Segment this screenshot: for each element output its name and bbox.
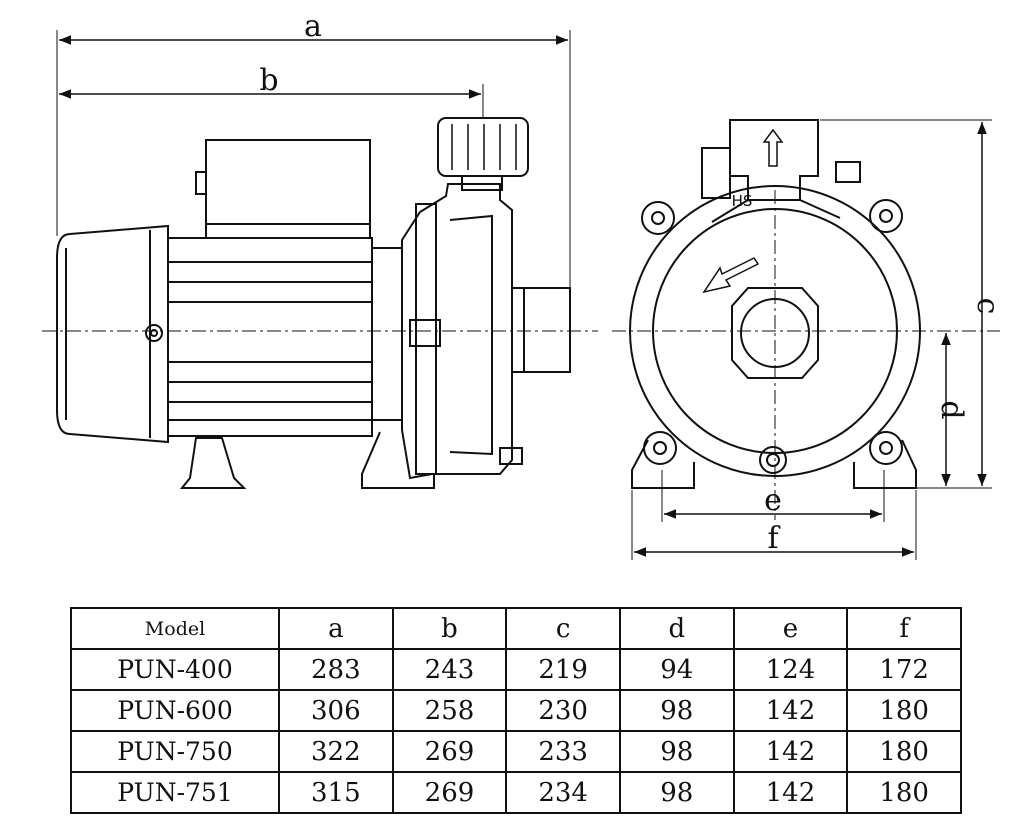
table-cell-model: PUN-400 [70, 648, 280, 691]
table-cell: 243 [391, 648, 508, 691]
terminal-box [205, 139, 371, 225]
mounting-ear [643, 431, 677, 465]
table-cell: 283 [278, 648, 394, 691]
dimension-table: Model a b c d e f PUN-400 283 243 219 94… [70, 607, 962, 814]
table-cell-model: PUN-750 [70, 730, 280, 773]
table-header-model: Model [70, 607, 280, 650]
pump-body-outer [629, 185, 921, 477]
pump-marking: HS [732, 192, 753, 210]
front-view [612, 119, 1000, 520]
table-cell: 234 [505, 771, 621, 814]
dimension-label-f: f [767, 521, 780, 556]
pump-outlet [511, 287, 571, 373]
table-cell: 269 [391, 771, 508, 814]
table-cell-model: PUN-751 [70, 771, 280, 814]
table-header-row: Model a b c d e f [70, 607, 962, 650]
table-cell-model: PUN-600 [70, 689, 280, 732]
table-row: PUN-750 322 269 233 98 142 180 [70, 730, 962, 773]
table-cell: 98 [618, 771, 735, 814]
table-cell: 142 [732, 730, 849, 773]
table-header-f: f [846, 607, 962, 650]
table-cell: 98 [618, 689, 735, 732]
dimension-c: c [820, 119, 1005, 489]
table-cell: 180 [846, 689, 962, 732]
pump-housing [401, 183, 513, 480]
pump-body-inner [652, 208, 898, 454]
dimension-label-e: e [764, 483, 782, 518]
table-cell: 233 [505, 730, 621, 773]
rotation-arrow [702, 257, 760, 294]
table-cell: 142 [732, 771, 849, 814]
table-cell: 94 [618, 648, 735, 691]
dimension-d: d [934, 333, 969, 486]
dimension-a: a [56, 9, 571, 288]
table-cell: 322 [278, 730, 394, 773]
motor-housing [167, 237, 373, 437]
dimension-label-b: b [259, 63, 278, 98]
inlet-opening [740, 298, 810, 368]
motor-foot [179, 437, 247, 489]
pump-base [361, 431, 435, 489]
mounting-ear [641, 201, 675, 235]
table-row: PUN-400 283 243 219 94 124 172 [70, 648, 962, 691]
table-cell: 142 [732, 689, 849, 732]
dimension-label-c: c [970, 298, 1005, 315]
table-header-b: b [391, 607, 508, 650]
table-cell: 98 [618, 730, 735, 773]
motor-coupling [371, 247, 403, 421]
pump-technical-drawing: a b [42, 9, 1005, 560]
front-drain-plug [759, 446, 787, 474]
table-cell: 315 [278, 771, 394, 814]
dimension-label-a: a [304, 9, 322, 44]
table-cell: 124 [732, 648, 849, 691]
drain-plug [499, 447, 523, 465]
mounting-ear [869, 431, 903, 465]
table-cell: 306 [278, 689, 394, 732]
table-cell: 180 [846, 730, 962, 773]
dimension-f: f [631, 490, 917, 560]
side-view [42, 117, 598, 489]
table-cell: 219 [505, 648, 621, 691]
table-header-c: c [505, 607, 621, 650]
table-cell: 180 [846, 771, 962, 814]
table-cell: 258 [391, 689, 508, 732]
dimension-label-d: d [934, 400, 969, 419]
table-row: PUN-600 306 258 230 98 142 180 [70, 689, 962, 732]
table-header-e: e [732, 607, 849, 650]
table-cell: 269 [391, 730, 508, 773]
motor-screw [145, 324, 163, 342]
mounting-ear [869, 199, 903, 233]
dimension-b: b [59, 63, 484, 118]
inlet-hex-nut [731, 287, 819, 379]
table-header-a: a [278, 607, 394, 650]
table-cell: 172 [846, 648, 962, 691]
table-cell: 230 [505, 689, 621, 732]
flow-up-arrow [762, 128, 784, 167]
dimension-e: e [661, 470, 885, 522]
front-foot-left [631, 439, 695, 489]
cooling-fins [168, 261, 372, 421]
table-header-d: d [618, 607, 735, 650]
table-row: PUN-751 315 269 234 98 142 180 [70, 771, 962, 814]
